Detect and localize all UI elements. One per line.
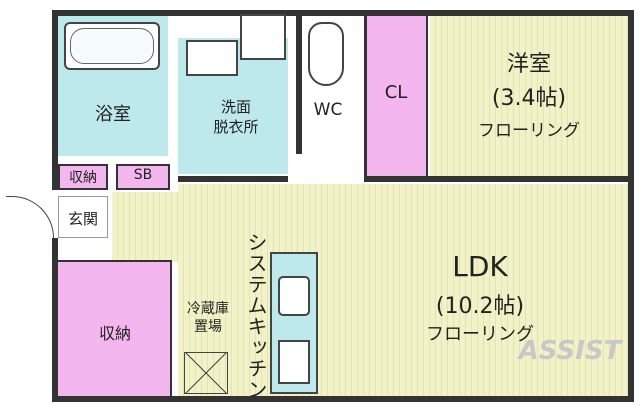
door-swing-icon bbox=[6, 196, 54, 238]
washbasin-icon bbox=[186, 40, 238, 76]
storage-large bbox=[58, 260, 172, 396]
ldk-floor: フローリング bbox=[426, 324, 534, 345]
storage-large-label: 収納 bbox=[98, 324, 131, 343]
outer-wall-left-upper bbox=[52, 10, 58, 190]
outer-wall-top bbox=[52, 10, 634, 16]
closet bbox=[364, 16, 428, 176]
western-room-floor: フローリング bbox=[478, 121, 580, 141]
wc-label: WC bbox=[313, 100, 343, 120]
ldk-size: (10.2帖) bbox=[435, 294, 525, 319]
shoe-box bbox=[116, 164, 170, 190]
shoe-box-label: SB bbox=[133, 167, 153, 183]
western-room bbox=[430, 16, 628, 176]
outer-wall-left-lower bbox=[52, 238, 58, 402]
middle-wall-2 bbox=[178, 176, 288, 182]
sink-icon bbox=[278, 276, 310, 316]
ldk-name: LDK bbox=[452, 250, 508, 283]
stove-icon bbox=[278, 340, 310, 384]
kitchen-label: システムキッチン bbox=[244, 232, 268, 400]
outer-wall-bottom bbox=[52, 396, 634, 402]
entrance-label: 玄関 bbox=[67, 210, 98, 228]
bathtub-inner bbox=[70, 28, 154, 64]
closet-label: CL bbox=[384, 82, 408, 103]
western-room-name: 洋室 bbox=[506, 52, 551, 77]
watermark: ASSIST bbox=[518, 336, 622, 366]
ldk bbox=[178, 184, 628, 396]
bathroom-label: 浴室 bbox=[95, 104, 131, 125]
entrance bbox=[58, 196, 108, 238]
hallway bbox=[112, 192, 178, 262]
western-room-size: (3.4帖) bbox=[491, 86, 567, 111]
storage-small-label: 収納 bbox=[69, 170, 97, 186]
toilet-icon bbox=[308, 22, 344, 86]
washing-machine-icon bbox=[240, 14, 286, 60]
storage-small bbox=[58, 164, 108, 190]
washroom-label: 洗面 脱衣所 bbox=[213, 98, 259, 136]
fridge-space-icon bbox=[184, 352, 228, 394]
middle-wall bbox=[364, 176, 628, 182]
fridge-label: 冷蔵庫 置場 bbox=[187, 301, 229, 336]
outer-wall-right bbox=[628, 10, 634, 402]
